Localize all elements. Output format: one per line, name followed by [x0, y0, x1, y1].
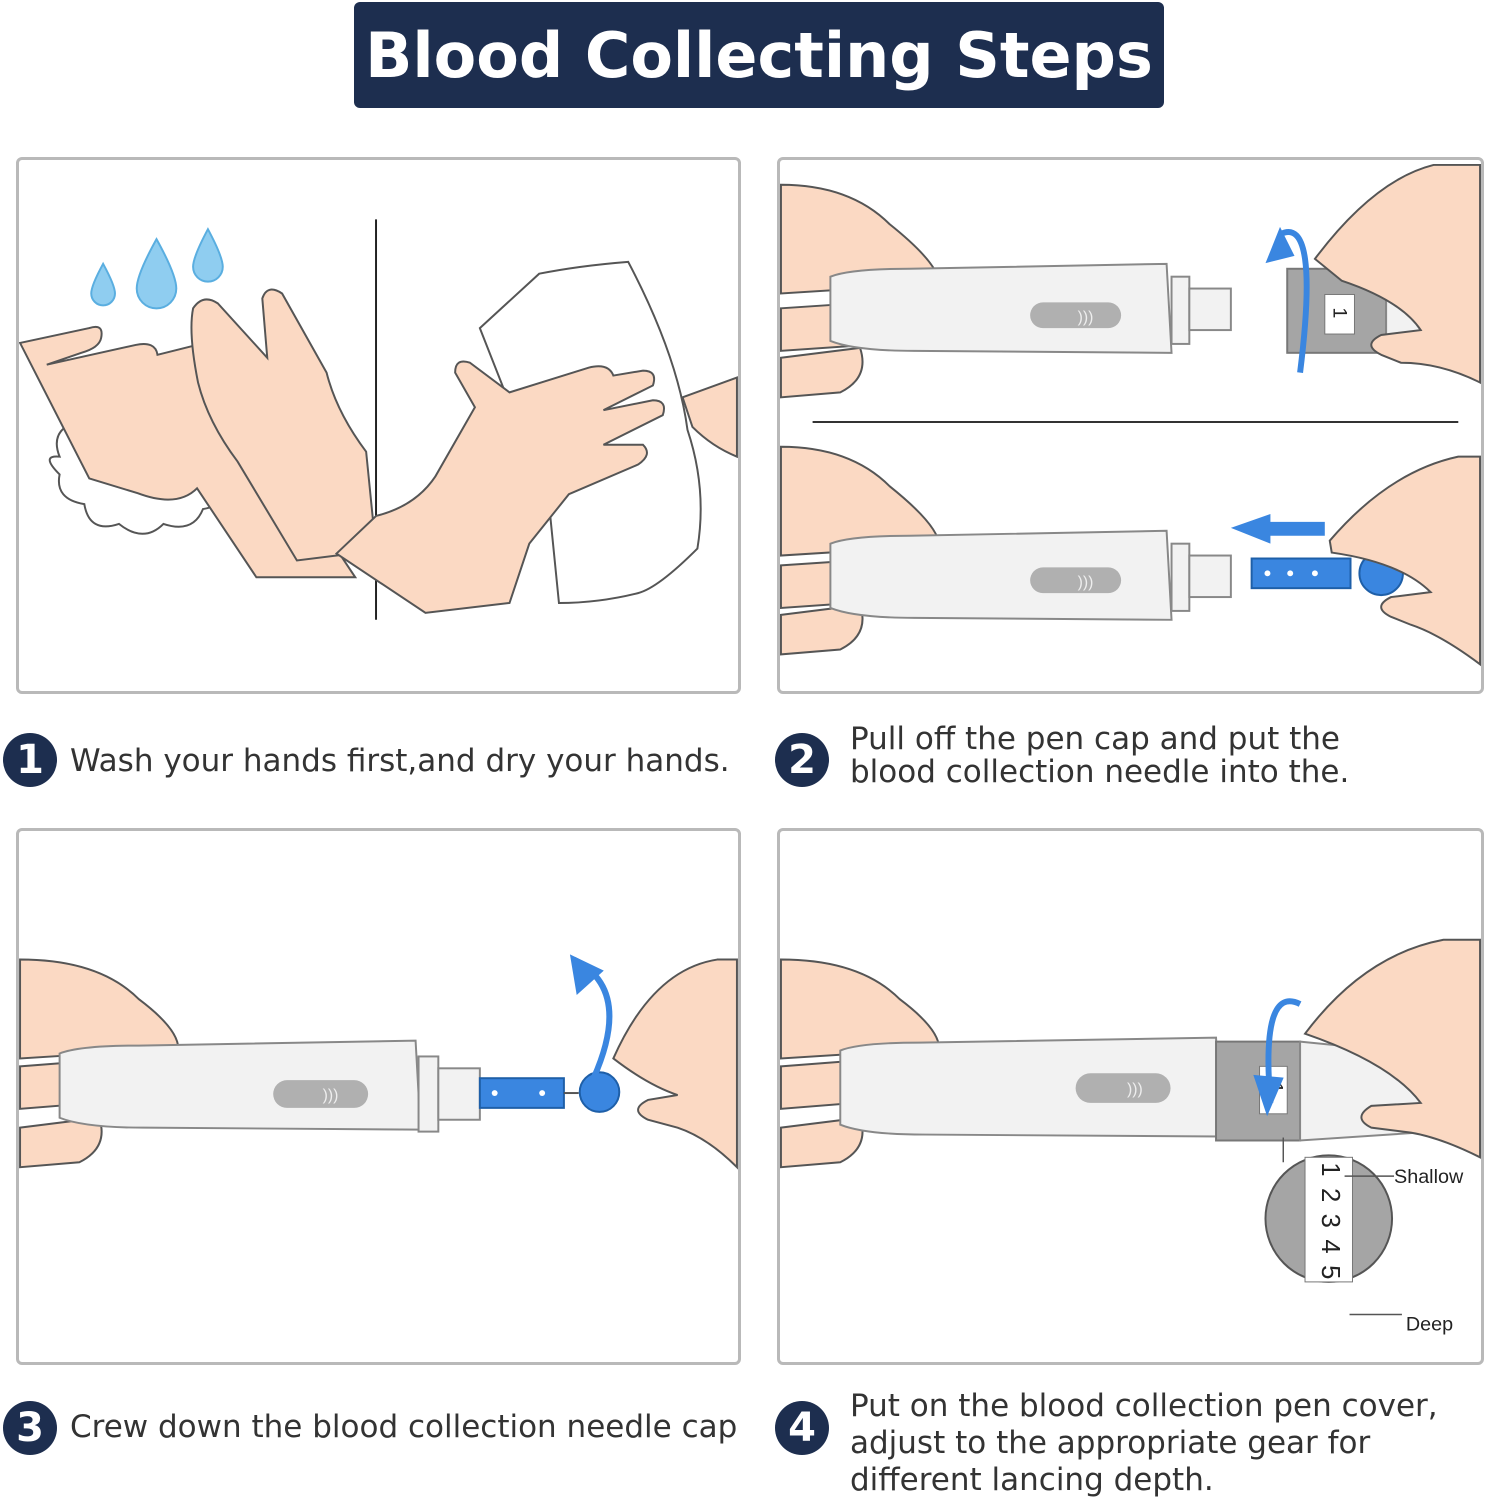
dial-number-5: 5	[1316, 1265, 1344, 1279]
shallow-label: Shallow	[1394, 1166, 1464, 1188]
step-2-line-2: blood collection needle into the.	[850, 754, 1350, 790]
dial-number-4: 4	[1316, 1239, 1344, 1253]
step-1-illustration	[16, 157, 741, 694]
step-4-line-3: different lancing depth.	[850, 1462, 1214, 1498]
rotate-arrow-icon	[569, 954, 613, 1080]
svg-text:))): )))	[1078, 574, 1094, 591]
lancet-pen-body: )))	[58, 1039, 481, 1133]
dial-number-3: 3	[1316, 1214, 1344, 1228]
rotate-arrow-icon	[1253, 998, 1302, 1117]
step-2-caption: Pull off the pen cap and put the blood c…	[850, 723, 1349, 789]
needle	[478, 1071, 621, 1113]
step-3-line-1: Crew down the blood collection needle ca…	[70, 1409, 738, 1445]
rotate-arrow-icon	[1265, 226, 1310, 373]
right-hand-bottom	[1328, 455, 1481, 667]
step-2-illustration: ))) 1 )))	[777, 157, 1484, 694]
wash-hands-drawing	[19, 219, 738, 620]
step-4-caption: Put on the blood collection pen cover, a…	[850, 1388, 1438, 1499]
depth-dial: 1 2 3 4 5 Shallow Deep	[1264, 1137, 1464, 1335]
washing-hands	[19, 288, 378, 579]
page-title: Blood Collecting Steps	[365, 18, 1153, 92]
step-1-caption: Wash your hands first,and dry your hands…	[70, 744, 730, 778]
drying-hands	[334, 360, 738, 614]
svg-text:))): )))	[1078, 309, 1094, 326]
right-hand	[1303, 938, 1481, 1159]
deep-label: Deep	[1406, 1313, 1453, 1335]
screw-cap-drawing: )))	[19, 954, 738, 1170]
dial-number-2: 2	[1316, 1188, 1344, 1202]
svg-text:))): )))	[1127, 1081, 1143, 1098]
insert-needle-drawing: ))) 1 )))	[780, 163, 1481, 667]
step-1-line-1: Wash your hands first,and dry your hands…	[70, 743, 730, 779]
step-4-line-1: Put on the blood collection pen cover,	[850, 1388, 1438, 1424]
lancet-pen-body: ))) 1	[839, 1036, 1450, 1142]
step-4-number: 4	[775, 1401, 829, 1455]
left-arrow-icon	[1230, 514, 1325, 544]
title-banner: Blood Collecting Steps	[354, 2, 1164, 108]
lancet-pen-body: )))	[829, 262, 1232, 354]
step-2-line-1: Pull off the pen cap and put the	[850, 721, 1340, 757]
step-4-illustration: ))) 1 1 2 3 4 5 Shallow	[777, 828, 1484, 1365]
step-3-caption: Crew down the blood collection needle ca…	[70, 1410, 737, 1444]
water-drop-icon	[90, 227, 224, 310]
lancet-pen-body-2: )))	[829, 529, 1232, 621]
step-1-number: 1	[3, 733, 57, 787]
dial-numbers: 1 2 3 4 5	[1316, 1162, 1344, 1279]
svg-text:))): )))	[323, 1087, 339, 1104]
adjust-depth-drawing: ))) 1 1 2 3 4 5 Shallow	[780, 938, 1481, 1335]
step-2-number: 2	[775, 733, 829, 787]
step-3-illustration: )))	[16, 828, 741, 1365]
cap-gear-number: 1	[1329, 307, 1351, 318]
dial-number-1: 1	[1316, 1162, 1344, 1176]
right-hand-top	[1313, 163, 1481, 385]
right-hand	[612, 958, 738, 1170]
step-3-number: 3	[3, 1401, 57, 1455]
step-4-line-2: adjust to the appropriate gear for	[850, 1425, 1371, 1461]
